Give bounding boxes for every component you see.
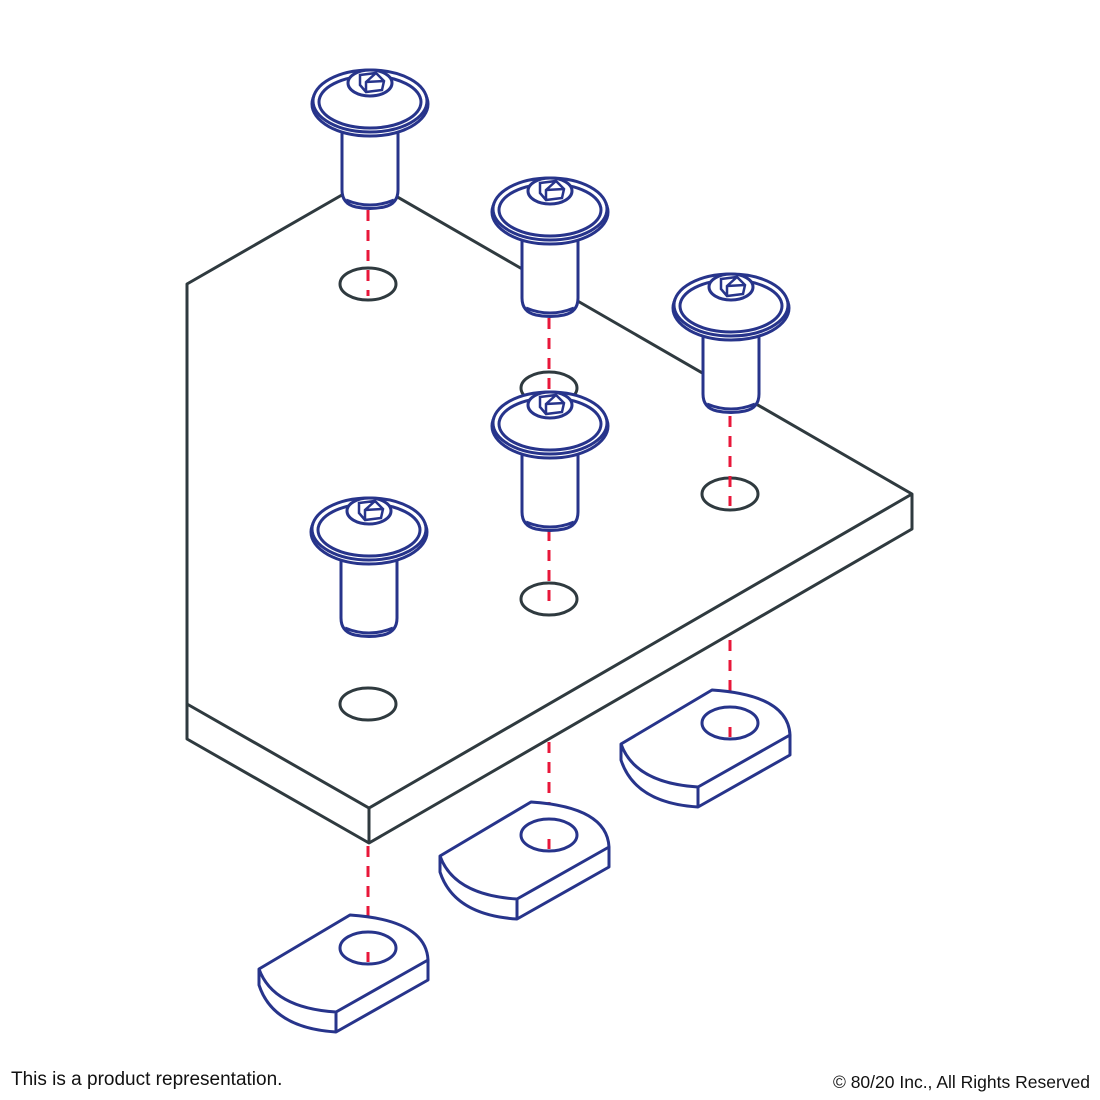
- hex-socket-detail: [358, 71, 386, 94]
- plate-hole: [519, 581, 579, 617]
- bolt-chamfer: [344, 626, 394, 635]
- hex-socket-detail: [357, 499, 385, 522]
- t-nut-body: [619, 688, 792, 809]
- button-head-bolt: [490, 390, 610, 532]
- t-nut-body: [438, 800, 611, 921]
- bolt-chamfer: [345, 198, 395, 207]
- t-nut-hole: [338, 930, 398, 966]
- bolt-chamfer: [525, 306, 575, 315]
- t-nut: [438, 800, 611, 921]
- t-nut-edges: [438, 845, 610, 919]
- hex-socket-detail: [538, 179, 566, 202]
- plate-hole: [338, 266, 398, 302]
- button-head-bolt: [490, 176, 610, 318]
- plate-edges: [186, 492, 913, 843]
- button-head-bolt: [309, 496, 429, 638]
- t-nut: [619, 688, 792, 809]
- bolt-shank: [340, 128, 400, 210]
- copyright-text: © 80/20 Inc., All Rights Reserved: [832, 1072, 1090, 1092]
- bolts: [309, 68, 791, 638]
- plate-hole: [338, 686, 398, 722]
- t-nut-edges: [257, 958, 429, 1032]
- plate-holes: [338, 266, 760, 722]
- t-nut-body: [257, 913, 430, 1034]
- t-nuts: [257, 688, 792, 1034]
- bolt-shank: [520, 236, 580, 318]
- button-head-bolt: [310, 68, 430, 210]
- hex-socket-detail: [719, 275, 747, 298]
- button-head-bolt: [671, 272, 791, 414]
- t-nut-edges: [619, 733, 791, 807]
- bolt-shank: [520, 450, 580, 532]
- t-nut: [257, 913, 430, 1034]
- bolt-shank: [701, 332, 761, 414]
- t-nut-hole: [700, 705, 760, 741]
- t-nut-hole: [519, 817, 579, 853]
- disclaimer-text: This is a product representation.: [11, 1069, 283, 1090]
- bolt-chamfer: [706, 402, 756, 411]
- bolt-chamfer: [525, 520, 575, 529]
- bolt-shank: [339, 556, 399, 638]
- hex-socket-detail: [538, 393, 566, 416]
